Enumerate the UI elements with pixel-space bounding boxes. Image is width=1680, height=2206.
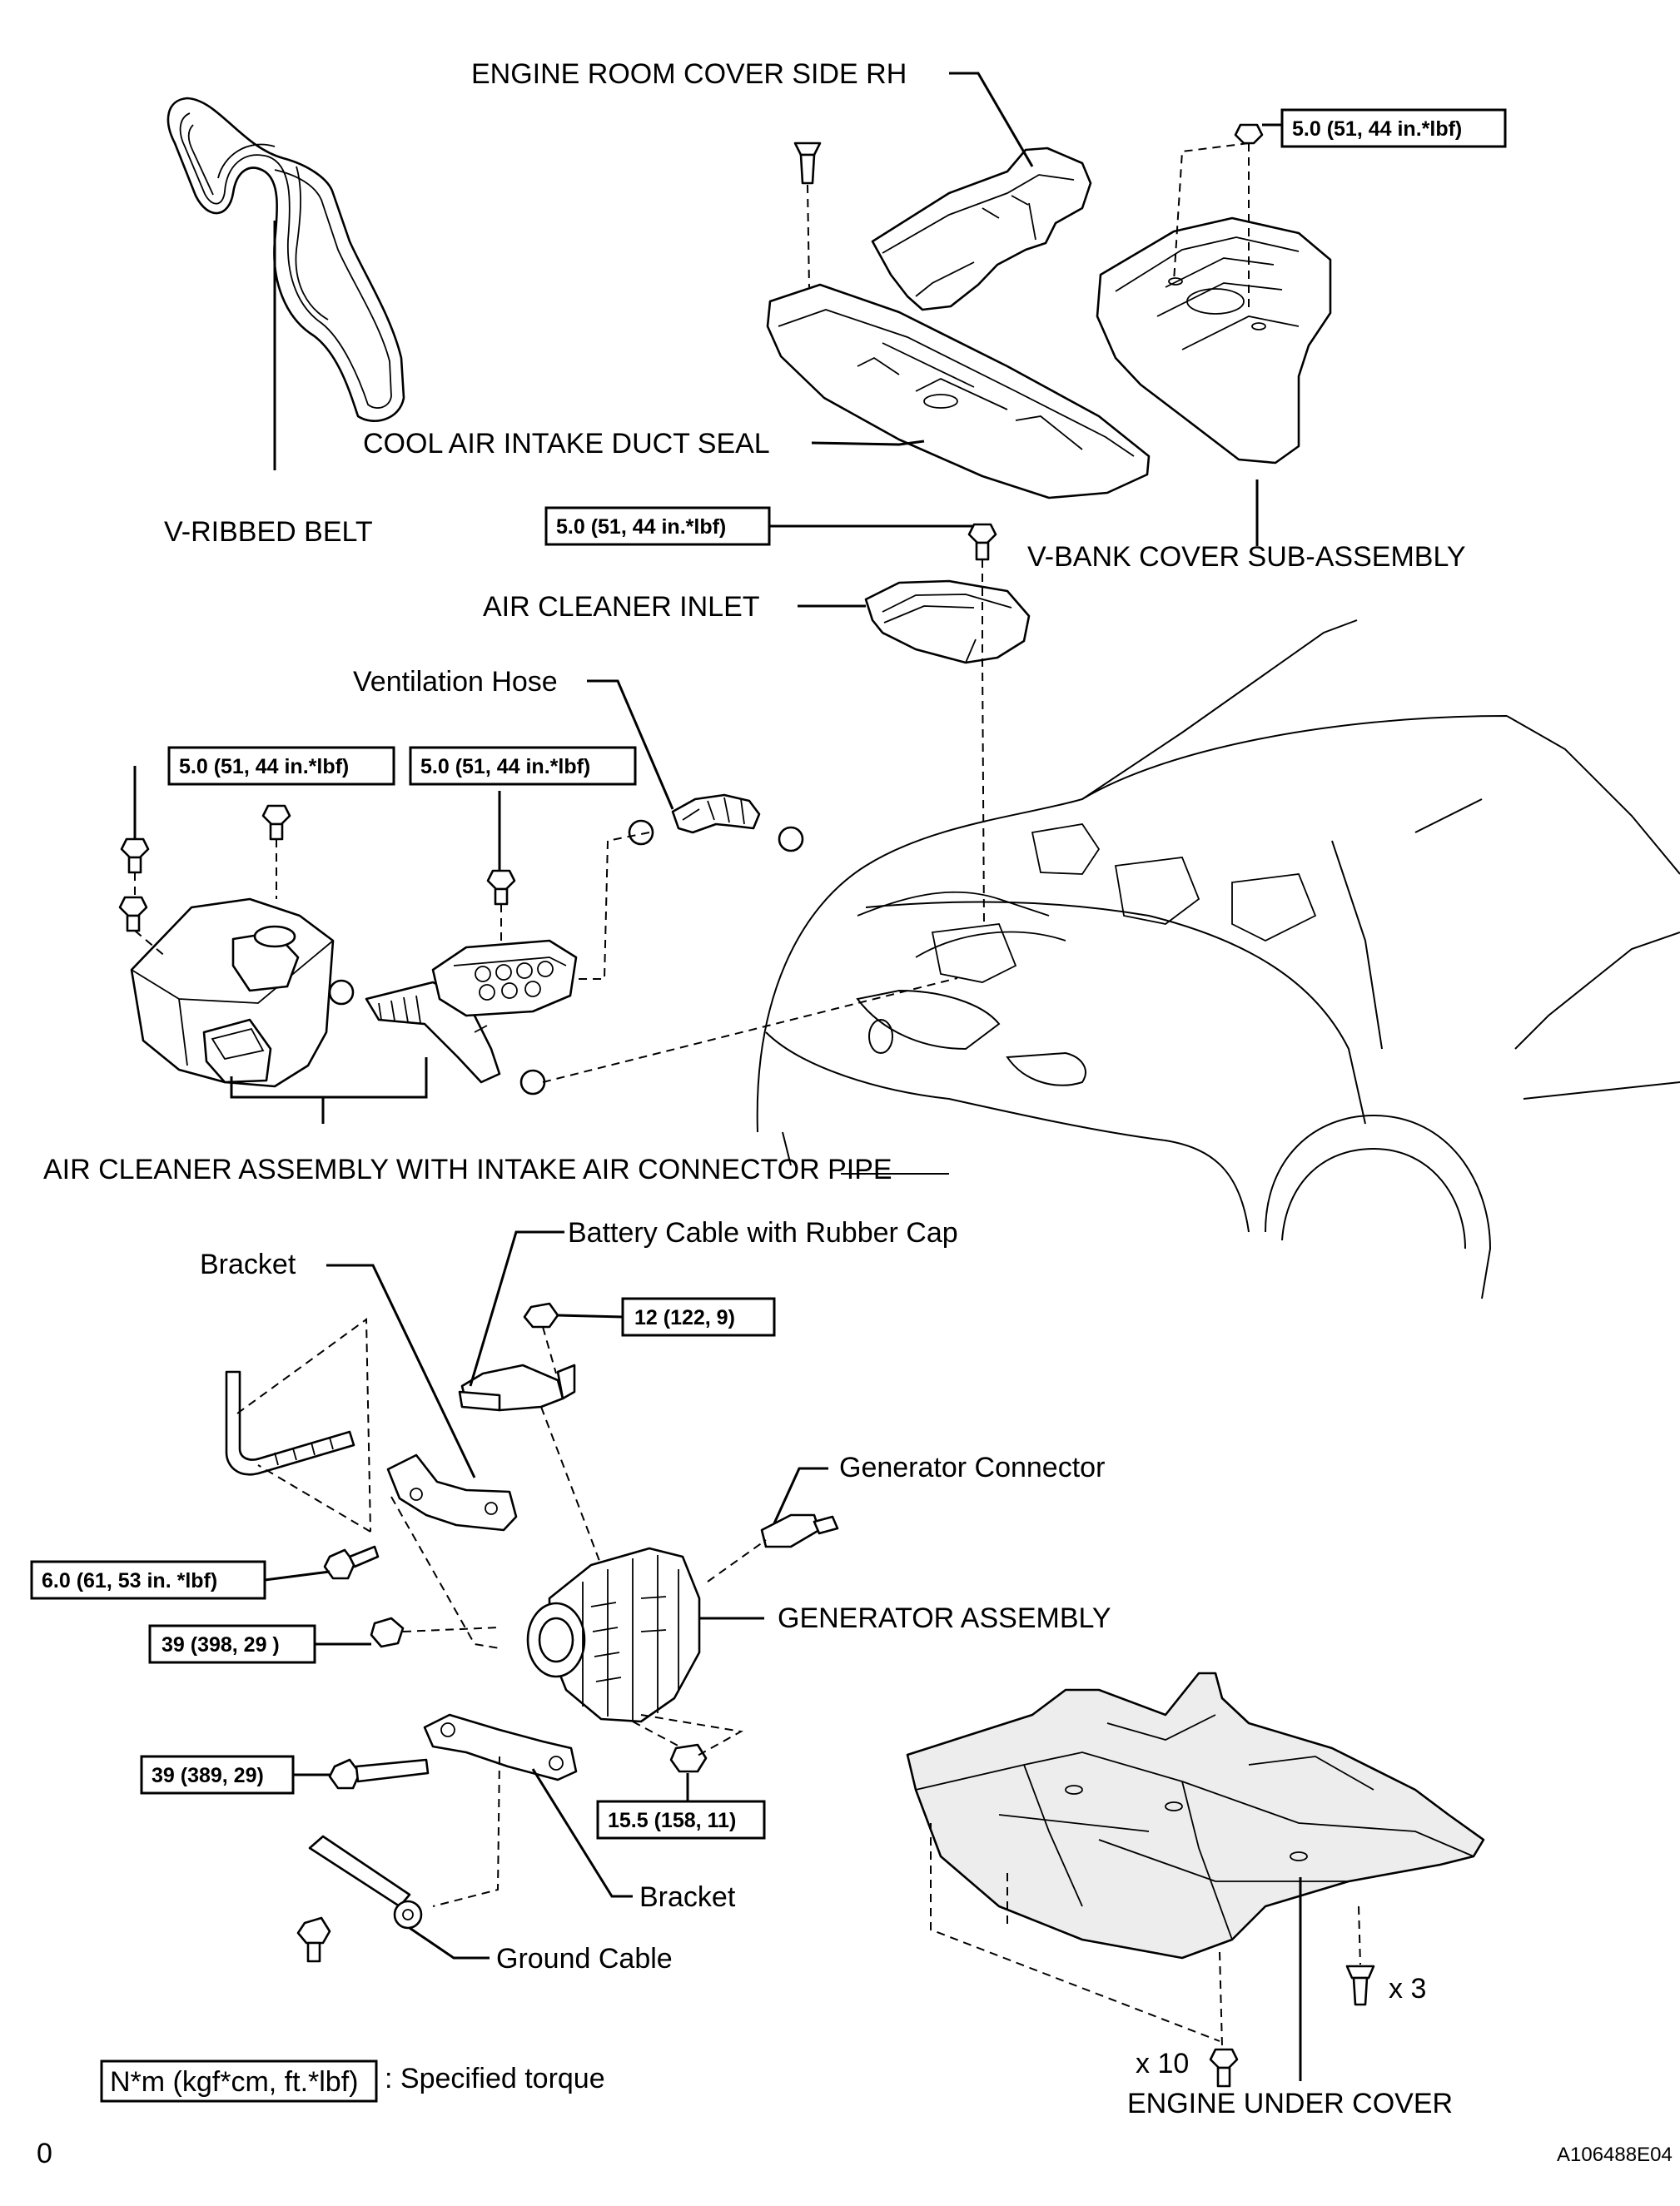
v-bank-nut-fastener	[1234, 123, 1264, 145]
vehicle-outline	[756, 619, 1680, 1299]
generator-bolt-fastener	[328, 1758, 430, 1790]
label-bracket-lower: Bracket	[639, 1881, 736, 1913]
bracket-lower-drawing	[423, 1713, 578, 1781]
torque-box-bracket-bolt: 6.0 (61, 53 in. *lbf)	[30, 1560, 266, 1600]
clip-fastener-under-cover	[1345, 1965, 1375, 2006]
torque-value: 5.0 (51, 44 in.*lbf)	[556, 515, 726, 539]
torque-box-inlet-bolt: 5.0 (51, 44 in.*lbf)	[544, 506, 771, 546]
label-quantity-bolts: x 10	[1136, 2048, 1189, 2079]
torque-box-generator-bolt: 39 (389, 29)	[140, 1755, 295, 1795]
label-battery-cable: Battery Cable with Rubber Cap	[568, 1217, 958, 1249]
cool-air-intake-duct-seal-drawing	[766, 283, 1151, 499]
battery-cable-drawing	[458, 1364, 576, 1412]
resonator-block-drawing	[431, 939, 578, 1017]
bracket-upper-drawing	[386, 1453, 518, 1532]
label-quantity-clips: x 3	[1389, 1973, 1426, 2005]
label-ventilation-hose: Ventilation Hose	[353, 666, 558, 698]
air-cleaner-assembly-drawing	[130, 897, 335, 1088]
label-generator-connector: Generator Connector	[839, 1452, 1105, 1483]
legend-description: : Specified torque	[385, 2063, 605, 2094]
label-ground-cable: Ground Cable	[496, 1943, 673, 1975]
inlet-bolt-fastener	[967, 523, 997, 561]
torque-value: 15.5 (158, 11)	[608, 1809, 736, 1832]
bolt-fastener-under-cover	[1209, 2048, 1239, 2088]
label-generator-assembly: GENERATOR ASSEMBLY	[778, 1602, 1111, 1634]
torque-value: 5.0 (51, 44 in.*lbf)	[420, 755, 590, 778]
footer-left-mark: 0	[37, 2138, 52, 2169]
legend-unit-box: N*m (kgf*cm, ft.*lbf)	[110, 2066, 358, 2098]
torque-value: 5.0 (51, 44 in.*lbf)	[179, 755, 349, 778]
v-ribbed-belt-drawing	[167, 97, 405, 422]
torque-legend: N*m (kgf*cm, ft.*lbf) : Specified torque	[100, 2059, 605, 2103]
torque-value: 12 (122, 9)	[634, 1306, 735, 1329]
battery-nut-fastener	[523, 1302, 559, 1329]
label-bracket-upper: Bracket	[200, 1249, 296, 1280]
hose-pipe-left-drawing	[225, 1370, 355, 1476]
label-engine-room-cover-side-rh: ENGINE ROOM COVER SIDE RH	[471, 58, 907, 90]
torque-value: 5.0 (51, 44 in.*lbf)	[1292, 117, 1462, 141]
leader-lines	[133, 72, 1302, 2081]
bracket-bolt-fastener	[323, 1545, 380, 1580]
torque-box-battery-nut: 12 (122, 9)	[621, 1297, 776, 1337]
air-cleaner-inlet-drawing	[864, 579, 1031, 664]
ventilation-hose-drawing	[628, 793, 804, 852]
label-air-cleaner-inlet: AIR CLEANER INLET	[483, 591, 760, 623]
label-cool-air-intake-duct-seal: COOL AIR INTAKE DUCT SEAL	[363, 428, 770, 460]
label-v-bank-cover-sub-assembly: V-BANK COVER SUB-ASSEMBLY	[1027, 541, 1466, 573]
torque-box-generator-nut: 39 (398, 29 )	[148, 1624, 316, 1664]
engine-under-cover-drawing	[906, 1672, 1485, 1960]
figure-code: A106488E04	[1557, 2144, 1673, 2166]
label-engine-under-cover: ENGINE UNDER COVER	[1127, 2088, 1453, 2119]
ground-cable-bolt-fastener	[296, 1916, 331, 1963]
clip-fastener	[793, 142, 822, 185]
generator-nut-lower-fastener	[669, 1743, 708, 1773]
torque-box-generator-nut-lower: 15.5 (158, 11)	[596, 1800, 766, 1840]
label-v-ribbed-belt: V-RIBBED BELT	[164, 516, 373, 548]
torque-box-v-bank-nut: 5.0 (51, 44 in.*lbf)	[1280, 108, 1507, 148]
generator-assembly-drawing	[526, 1547, 701, 1723]
torque-box-air-cleaner-bolt: 5.0 (51, 44 in.*lbf)	[167, 746, 395, 786]
label-air-cleaner-assembly: AIR CLEANER ASSEMBLY WITH INTAKE AIR CON…	[43, 1154, 892, 1185]
engine-room-cover-side-rh-drawing	[871, 147, 1092, 311]
torque-value: 39 (398, 29 )	[162, 1633, 280, 1657]
ground-cable-drawing	[308, 1835, 423, 1930]
v-bank-cover-sub-assembly-drawing	[1096, 216, 1332, 465]
torque-value: 39 (389, 29)	[152, 1764, 264, 1787]
torque-value: 6.0 (61, 53 in. *lbf)	[42, 1569, 217, 1592]
generator-connector-drawing	[760, 1513, 839, 1548]
generator-nut-fastener	[370, 1617, 405, 1648]
air-cleaner-bolt-fasteners	[118, 804, 516, 932]
torque-box-connector-pipe-bolt: 5.0 (51, 44 in.*lbf)	[409, 746, 637, 786]
dashed-alignment-lines	[134, 142, 1361, 2047]
